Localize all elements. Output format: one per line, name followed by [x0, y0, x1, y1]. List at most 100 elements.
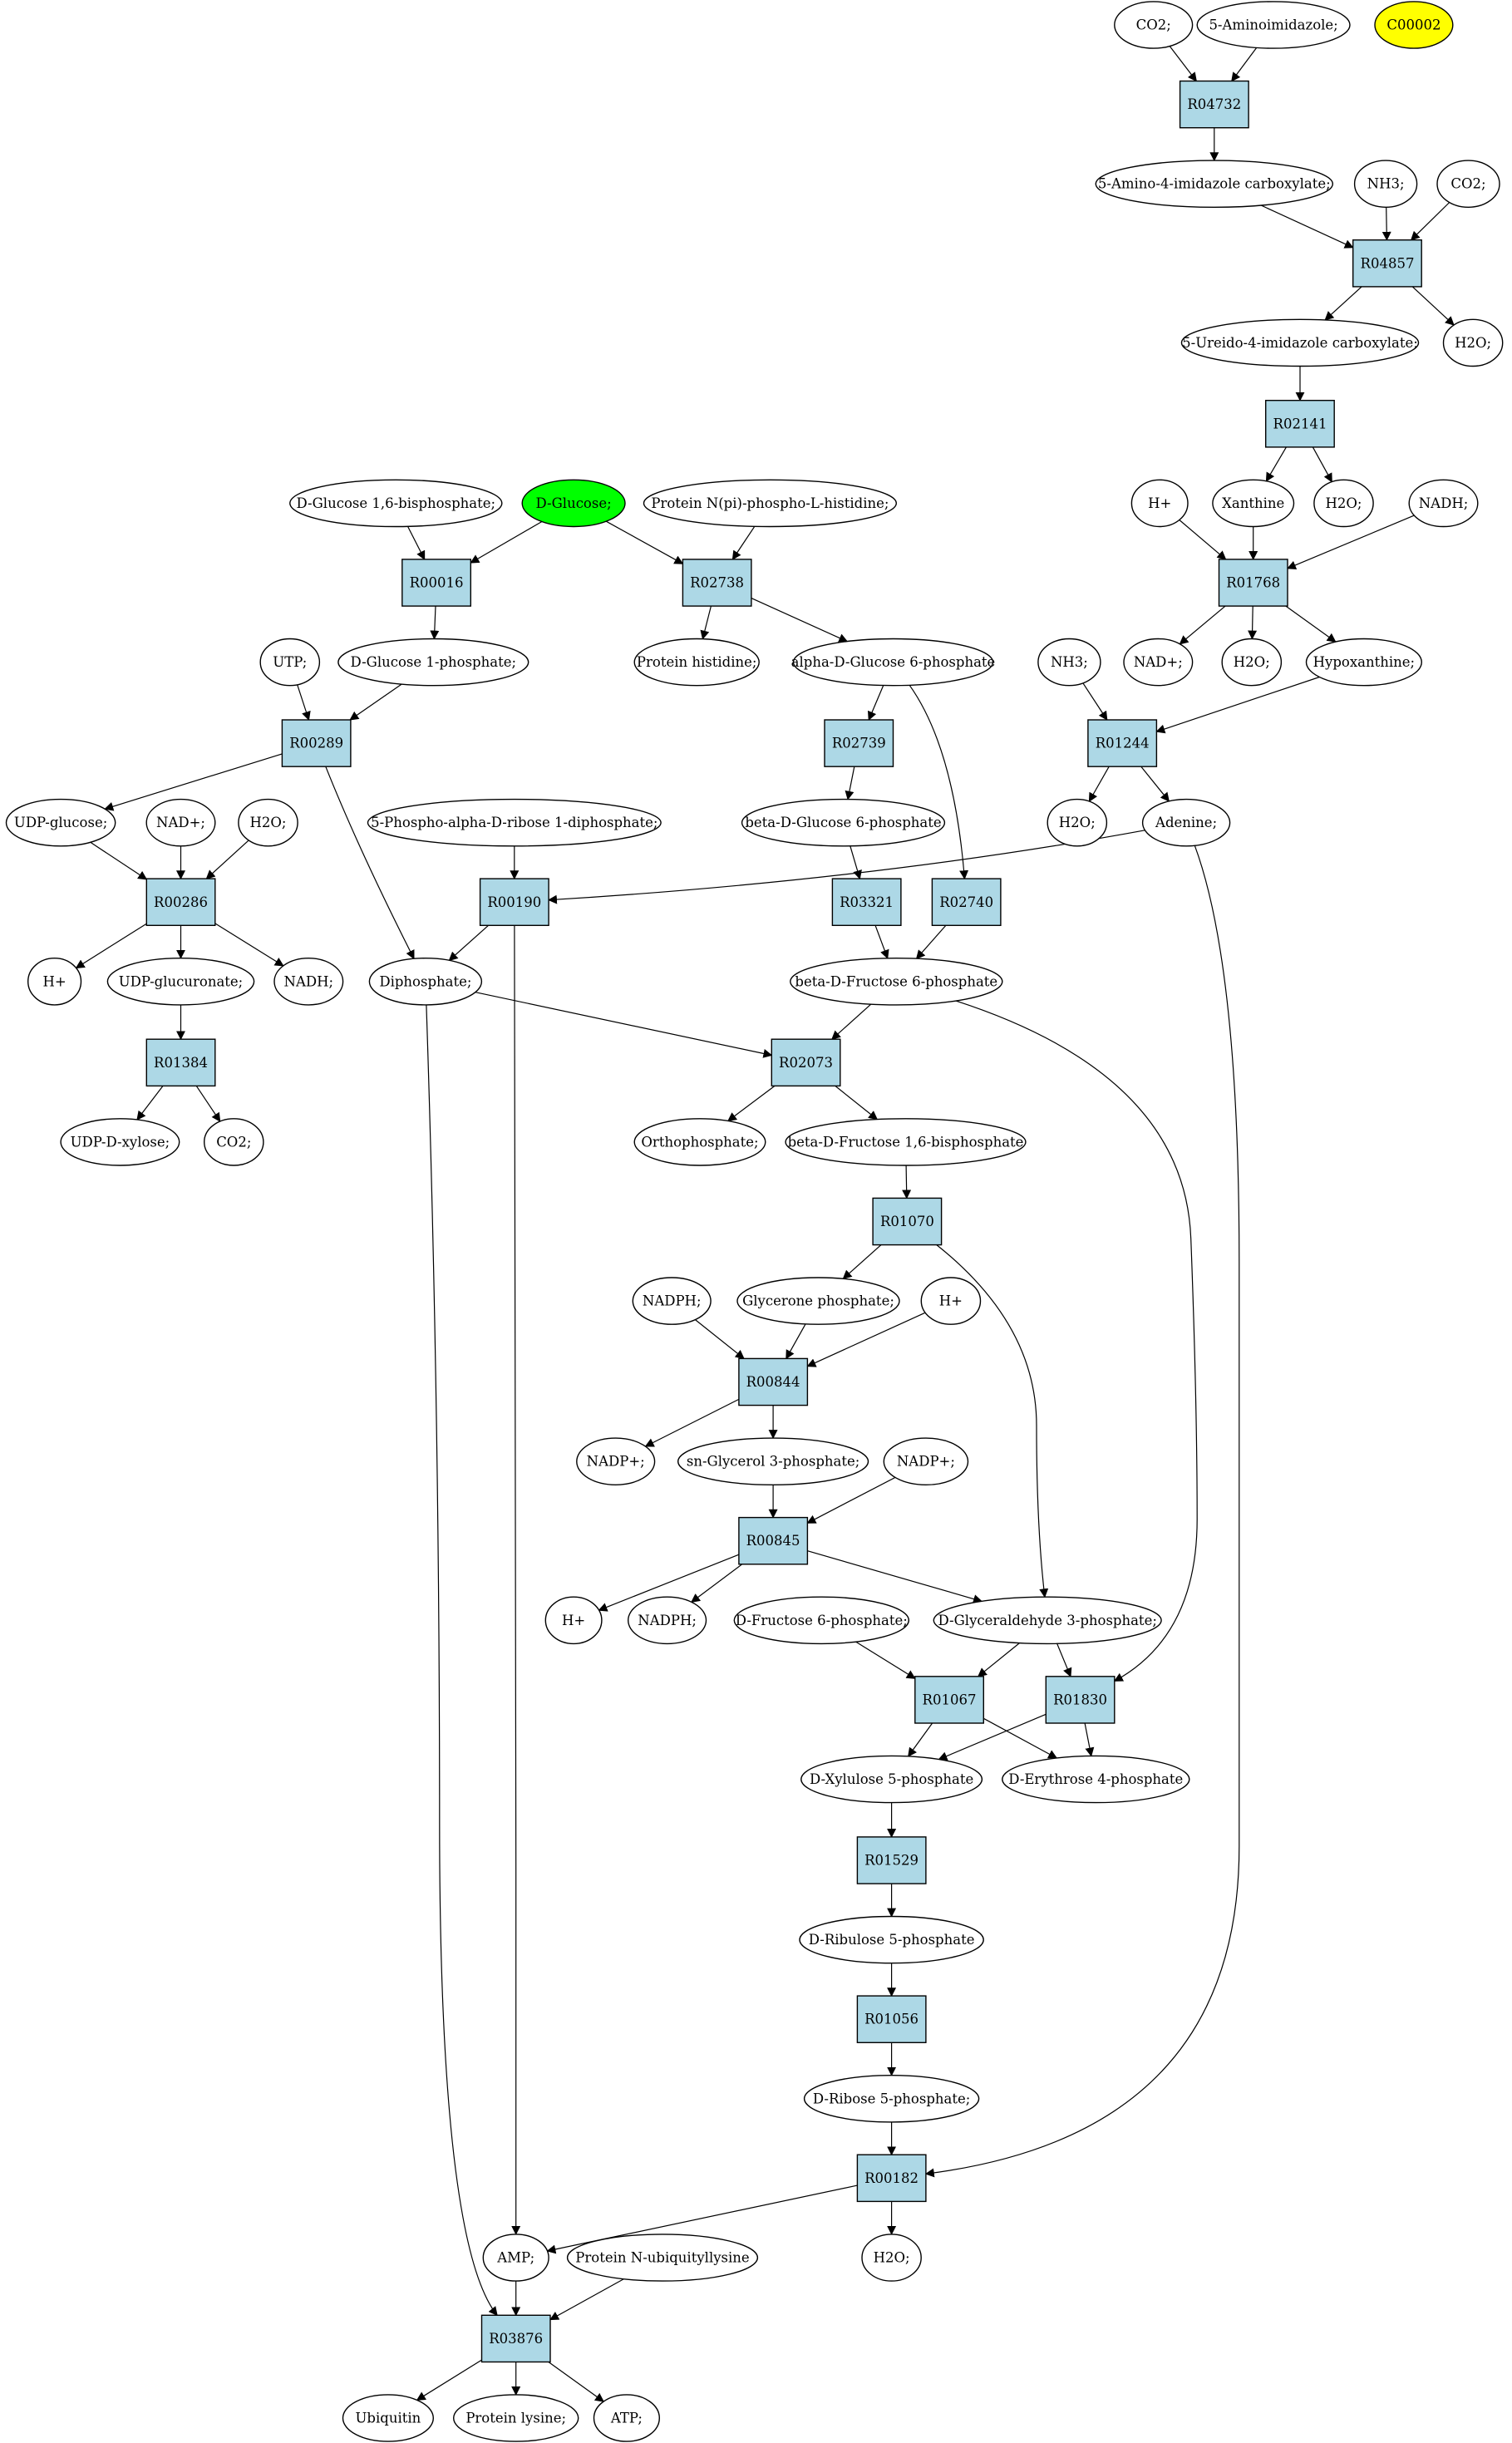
node-label: CO2;: [1136, 17, 1171, 33]
node-label: R03876: [489, 2331, 543, 2347]
compound-ellipse: [861, 2234, 922, 2282]
edge-protein_nubq-to-r03876: [549, 2278, 624, 2321]
compound-node-bf16bp: beta-D-Fructose 1,6-bisphosphate: [785, 1118, 1027, 1166]
node-label: H2O;: [1059, 815, 1096, 830]
edge-r00286-to-nadh_b: [214, 923, 284, 967]
reaction-box: [401, 559, 471, 607]
compound-node-dglucose: D-Glucose;: [521, 479, 626, 528]
node-label: D-Ribose 5-phosphate;: [813, 2091, 970, 2106]
compound-ellipse: [733, 1596, 909, 1645]
node-label: R01056: [864, 2012, 919, 2027]
edge-r01768-to-h2o_c: [1248, 606, 1258, 640]
compound-ellipse: [203, 1118, 264, 1166]
compound-node-ru5p: D-Ribulose 5-phosphate: [799, 1915, 984, 1964]
node-label: R01529: [864, 1853, 919, 1869]
edge-bf16bp-to-r01070: [902, 1165, 912, 1199]
edge-r00289-to-udpglucose: [104, 753, 283, 811]
compound-node-protein-nphis: Protein N(pi)-phospho-L-histidine;: [643, 479, 897, 528]
edge-r03321-to-bf6p: [874, 925, 889, 959]
node-label: R00016: [410, 575, 464, 591]
node-label: R04857: [1361, 255, 1415, 271]
compound-node-amino-imid-carb: 5-Amino-4-imidazole carboxylate;: [1095, 160, 1334, 208]
compound-node-orthophosphate: Orthophosphate;: [633, 1118, 766, 1166]
node-label: D-Glucose 1-phosphate;: [351, 654, 517, 670]
compound-node-h2o-f: H2O;: [861, 2234, 922, 2282]
node-label: 5-Ureido-4-imidazole carboxylate;: [1182, 335, 1418, 351]
node-label: UDP-glucose;: [14, 815, 107, 830]
compound-node-adenine: Adenine;: [1141, 798, 1231, 847]
compound-node-ubiquitin: Ubiquitin: [342, 2394, 435, 2442]
reaction-node-r04732: R04732: [1179, 80, 1249, 129]
compound-ellipse: [5, 798, 116, 847]
compound-ellipse: [1196, 1, 1351, 49]
compound-ellipse: [790, 958, 1003, 1006]
edge-r01384-to-co2_c: [195, 1086, 221, 1122]
compound-ellipse: [677, 1437, 869, 1485]
reaction-box: [1352, 239, 1422, 288]
compound-ellipse: [259, 638, 321, 687]
compound-node-nadh-b: NADH;: [273, 958, 344, 1006]
compound-ellipse: [368, 958, 483, 1006]
edge-dglucose-to-r02738: [606, 520, 684, 564]
compound-ellipse: [933, 1596, 1162, 1645]
compound-ellipse: [920, 1277, 982, 1325]
node-label: H+: [562, 1613, 585, 1628]
node-label: ATP;: [610, 2411, 643, 2426]
node-label: NAD+;: [1134, 654, 1183, 670]
reaction-box: [831, 878, 902, 926]
compound-node-co2-a: CO2;: [1114, 1, 1194, 49]
node-label: H2O;: [1326, 495, 1362, 511]
node-label: beta-D-Fructose 1,6-bisphosphate: [788, 1134, 1024, 1150]
compound-ellipse: [367, 798, 662, 847]
edge-r02073-to-orthophosphate: [727, 1085, 776, 1122]
compound-ellipse: [741, 798, 946, 847]
reaction-node-r01384: R01384: [145, 1038, 216, 1087]
reaction-box: [914, 1676, 985, 1724]
compound-ellipse: [1305, 638, 1423, 687]
compound-ellipse: [800, 1755, 983, 1804]
compound-ellipse: [1374, 1, 1454, 49]
node-label: H2O;: [874, 2250, 910, 2266]
edge-r02141-to-xanthine: [1265, 446, 1287, 482]
compound-node-c00002: C00002: [1374, 1, 1454, 49]
reaction-box: [682, 559, 752, 607]
compound-ellipse: [883, 1437, 969, 1485]
compound-node-hplus-c: H+: [920, 1277, 982, 1325]
node-label: D-Ribulose 5-phosphate: [809, 1932, 975, 1948]
edge-diphosphate-to-r02073: [475, 992, 773, 1058]
node-label: alpha-D-Glucose 6-phosphate: [791, 654, 996, 670]
compound-node-udpglucose: UDP-glucose;: [5, 798, 116, 847]
node-label: NH3;: [1051, 654, 1088, 670]
node-label: H+: [1148, 495, 1171, 511]
node-label: NADPH;: [638, 1613, 697, 1628]
reaction-box: [931, 878, 1002, 926]
node-label: NH3;: [1367, 176, 1405, 192]
compound-ellipse: [1123, 638, 1194, 687]
reaction-node-r00289: R00289: [281, 719, 352, 767]
compound-node-protein-lysine: Protein lysine;: [453, 2394, 579, 2442]
edge-r01384-to-udpxylose: [136, 1086, 164, 1121]
node-label: R01830: [1053, 1692, 1107, 1707]
node-label: R02141: [1273, 416, 1327, 431]
node-label: Diphosphate;: [379, 973, 471, 989]
node-label: NADP+;: [897, 1454, 955, 1470]
edge-r01067-to-e4p: [983, 1717, 1058, 1759]
edge-udpglucose-to-r00286: [90, 841, 148, 880]
edge-gap-to-r01830: [1056, 1643, 1072, 1677]
node-label: C00002: [1386, 17, 1441, 33]
edge-r01244-to-adenine: [1140, 766, 1170, 802]
node-label: NADPH;: [643, 1293, 702, 1309]
node-label: Protein lysine;: [465, 2411, 566, 2426]
node-label: D-Xylulose 5-phosphate: [810, 1771, 973, 1787]
reaction-node-r03876: R03876: [480, 2314, 551, 2363]
reaction-box: [771, 1038, 841, 1087]
reaction-box: [872, 1197, 943, 1246]
reaction-box: [480, 2314, 551, 2363]
edge-protein_nphis-to-r02738: [731, 525, 756, 560]
compound-ellipse: [1436, 160, 1500, 208]
node-label: NAD+;: [156, 815, 205, 830]
reaction-box: [856, 1836, 927, 1884]
compound-node-nadplus-b: NAD+;: [145, 798, 216, 847]
compound-ellipse: [273, 958, 344, 1006]
compound-ellipse: [27, 958, 82, 1006]
